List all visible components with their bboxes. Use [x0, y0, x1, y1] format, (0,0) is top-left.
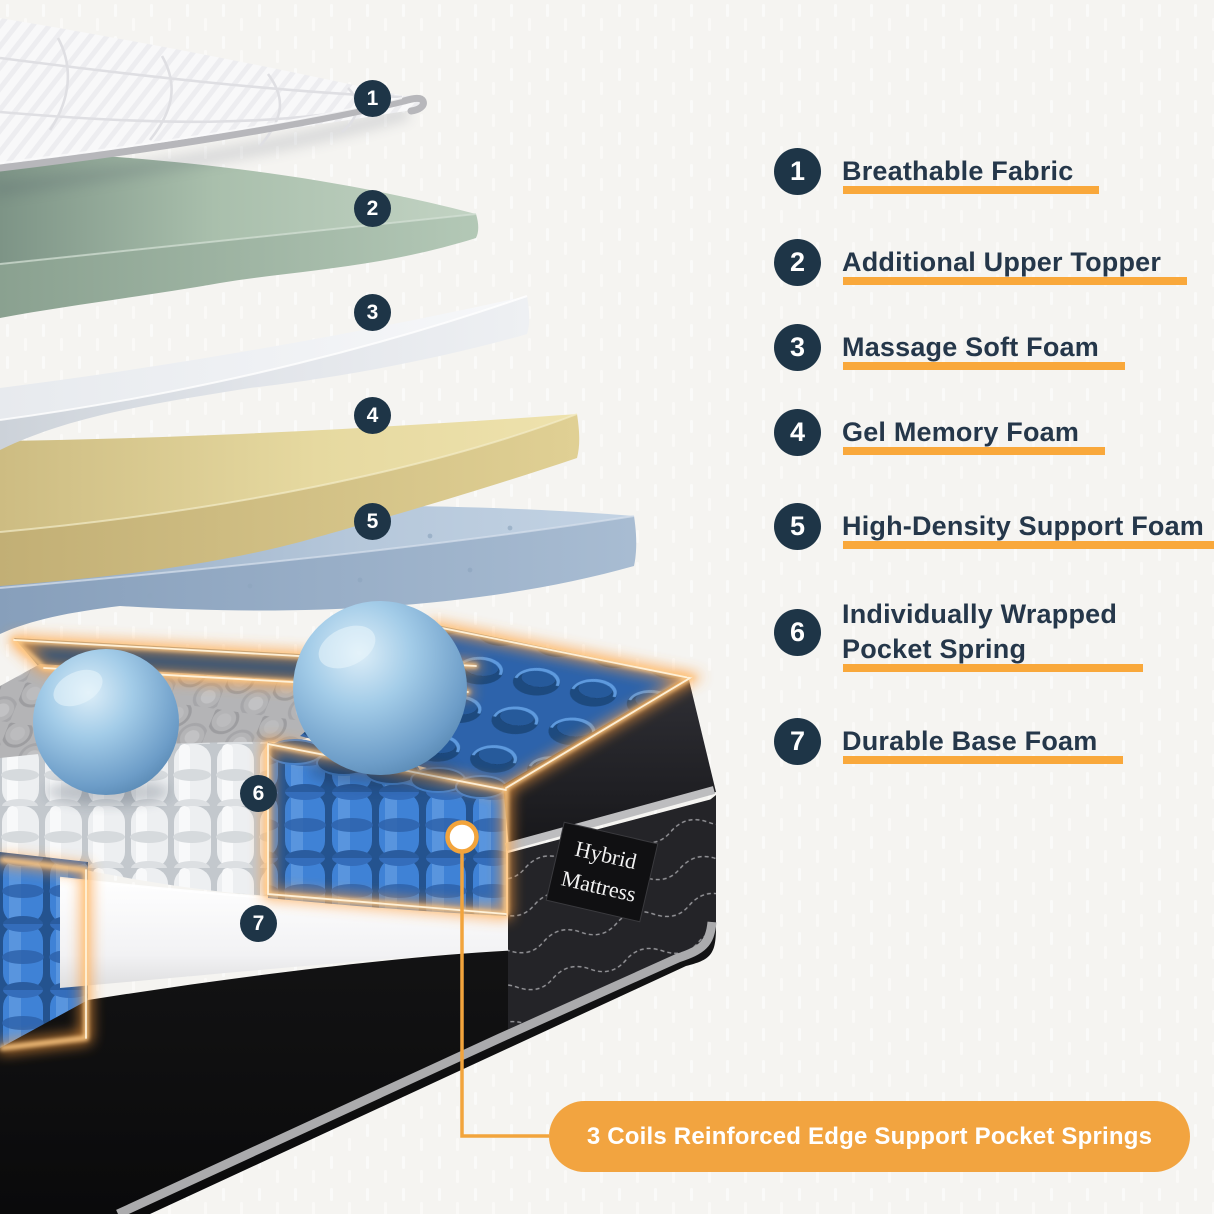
legend-label-5: High-Density Support Foam	[842, 509, 1214, 549]
legend-label-4: Gel Memory Foam	[842, 415, 1106, 455]
bottom-piping	[116, 921, 717, 1214]
marker-2: 2	[354, 190, 391, 227]
callout-connector	[445, 820, 549, 1138]
black-base	[0, 795, 716, 1214]
legend-label-6-line2: Pocket Spring	[842, 632, 1144, 672]
legend-item-gel-memory-foam: 4 Gel Memory Foam	[774, 409, 1106, 456]
base-foam-slab	[60, 878, 522, 988]
legend-label-2: Additional Upper Topper	[842, 245, 1188, 285]
marker-6: 6	[240, 775, 277, 812]
legend-item-pocket-spring: 6 Individually Wrapped Pocket Spring	[774, 597, 1144, 672]
marker-3: 3	[354, 294, 391, 331]
marker-1: 1	[354, 80, 391, 117]
sphere-right	[293, 601, 467, 775]
corner-piping-top	[504, 786, 716, 851]
layer-1-breathable-fabric	[0, 18, 427, 172]
legend-item-support-foam: 5 High-Density Support Foam	[774, 503, 1214, 550]
brand-tag: Hybrid Mattress	[545, 821, 659, 923]
pressure-spheres	[33, 601, 467, 805]
legend-item-breathable-fabric: 1 Breathable Fabric	[774, 148, 1101, 195]
marker-7: 7	[240, 905, 277, 942]
legend-badge-6: 6	[774, 608, 821, 656]
sphere-left	[33, 649, 179, 795]
legend-badge-3: 3	[774, 324, 821, 371]
callout-dot	[445, 820, 479, 854]
legend-label-1: Breathable Fabric	[842, 154, 1101, 194]
legend-label-3: Massage Soft Foam	[842, 330, 1125, 370]
edge-support-banner-text: 3 Coils Reinforced Edge Support Pocket S…	[586, 1122, 1153, 1150]
layer-3-massage-soft-foam	[0, 295, 530, 450]
legend-badge-5: 5	[774, 503, 821, 550]
legend-badge-4: 4	[774, 409, 821, 456]
legend-item-massage-foam: 3 Massage Soft Foam	[774, 324, 1125, 371]
edge-support-banner: 3 Coils Reinforced Edge Support Pocket S…	[549, 1101, 1190, 1172]
legend-item-durable-base-foam: 7 Durable Base Foam	[774, 718, 1125, 765]
layer-4-gel-memory-foam	[0, 413, 580, 586]
legend-label-6-line1: Individually Wrapped	[842, 599, 1118, 629]
marker-5: 5	[354, 503, 391, 540]
legend-badge-2: 2	[774, 239, 821, 286]
legend-badge-7: 7	[774, 718, 821, 765]
legend-item-upper-topper: 2 Additional Upper Topper	[774, 239, 1188, 286]
legend-badge-1: 1	[774, 148, 821, 195]
layer-1-shadow	[0, 104, 411, 198]
marker-4: 4	[354, 397, 391, 434]
legend-label-7: Durable Base Foam	[842, 724, 1125, 764]
